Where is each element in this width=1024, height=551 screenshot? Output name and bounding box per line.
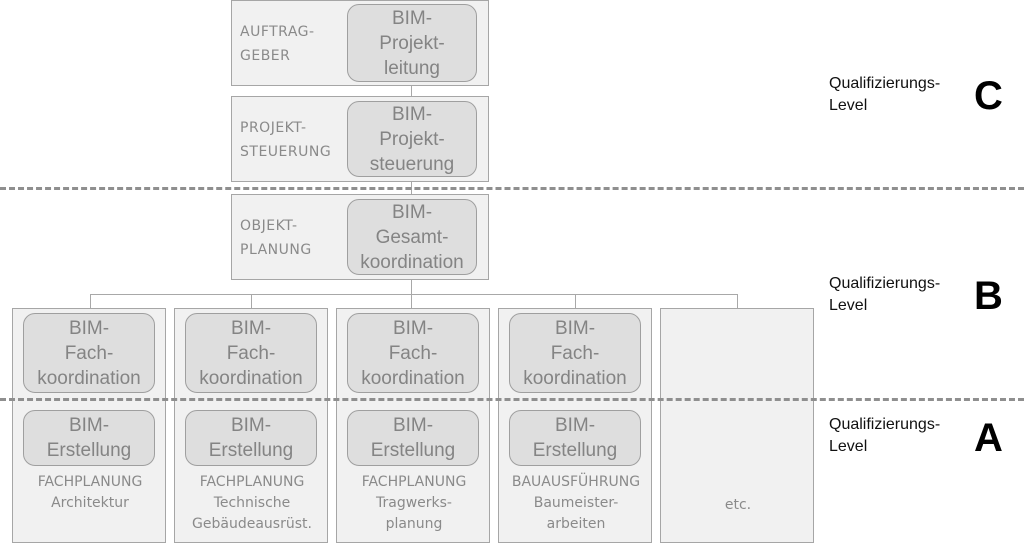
- bim-fachkoordination-box: BIM- Fach- koordination: [185, 313, 317, 393]
- level-c-letter: C: [974, 74, 1003, 118]
- bim-projektleitung-box: BIM- Projekt- leitung: [347, 4, 477, 82]
- bim-fachkoordination-box: BIM- Fach- koordination: [347, 313, 479, 393]
- column-technische-gebaeudeausruestung: BIM- Fach- koordination BIM- Erstellung …: [174, 308, 328, 543]
- level-a-letter: A: [974, 416, 1003, 460]
- objektplanung-panel: OBJEKT- PLANUNG BIM- Gesamt- koordinatio…: [231, 194, 489, 280]
- connector-drop-3: [411, 294, 412, 308]
- bim-erstellung-box: BIM- Erstellung: [347, 410, 479, 466]
- column-etc: etc.: [660, 308, 814, 543]
- connector-drop-2: [251, 294, 252, 308]
- objektplanung-role-label: OBJEKT- PLANUNG: [240, 218, 312, 258]
- connector-drop-1: [90, 294, 91, 308]
- column-label: FACHPLANUNG Architektur: [37, 474, 143, 511]
- bim-gesamtkoordination-box: BIM- Gesamt- koordination: [347, 199, 477, 275]
- column-label: BAUAUSFÜHRUNG Baumeister- arbeiten: [511, 474, 641, 532]
- bim-fachkoordination-box: BIM- Fach- koordination: [509, 313, 641, 393]
- bim-fachkoordination-box: BIM- Fach- koordination: [23, 313, 155, 393]
- bim-erstellung-box: BIM- Erstellung: [185, 410, 317, 466]
- column-label: FACHPLANUNG Tragwerks- planung: [361, 474, 467, 532]
- column-label: FACHPLANUNG Technische Gebäudeausrüst.: [192, 474, 312, 532]
- projektsteuerung-panel: PROJEKT- STEUERUNG BIM- Projekt- steueru…: [231, 96, 489, 182]
- column-baumeisterarbeiten: BIM- Fach- koordination BIM- Erstellung …: [498, 308, 652, 543]
- level-b-letter: B: [974, 274, 1003, 318]
- level-c-label: Qualifizierungs- Level: [829, 75, 941, 114]
- auftraggeber-role-label: AUFTRAG- GEBER: [240, 24, 315, 64]
- level-separator-b-a: [0, 398, 1024, 401]
- bim-erstellung-box: BIM- Erstellung: [23, 410, 155, 466]
- projektsteuerung-role-label: PROJEKT- STEUERUNG: [240, 120, 332, 160]
- connector-horizontal: [90, 294, 738, 295]
- level-a-label: Qualifizierungs- Level: [829, 416, 941, 455]
- connector-drop-4: [575, 294, 576, 308]
- connector-drop-5: [737, 294, 738, 308]
- auftraggeber-panel: AUFTRAG- GEBER BIM- Projekt- leitung: [231, 0, 489, 86]
- bim-projektsteuerung-box: BIM- Projekt- steuerung: [347, 101, 477, 177]
- column-architektur: BIM- Fach- koordination BIM- Erstellung …: [12, 308, 166, 543]
- level-separator-c-b: [0, 187, 1024, 190]
- column-label: etc.: [724, 497, 752, 513]
- bim-erstellung-box: BIM- Erstellung: [509, 410, 641, 466]
- column-tragwerksplanung: BIM- Fach- koordination BIM- Erstellung …: [336, 308, 490, 543]
- level-b-label: Qualifizierungs- Level: [829, 275, 941, 314]
